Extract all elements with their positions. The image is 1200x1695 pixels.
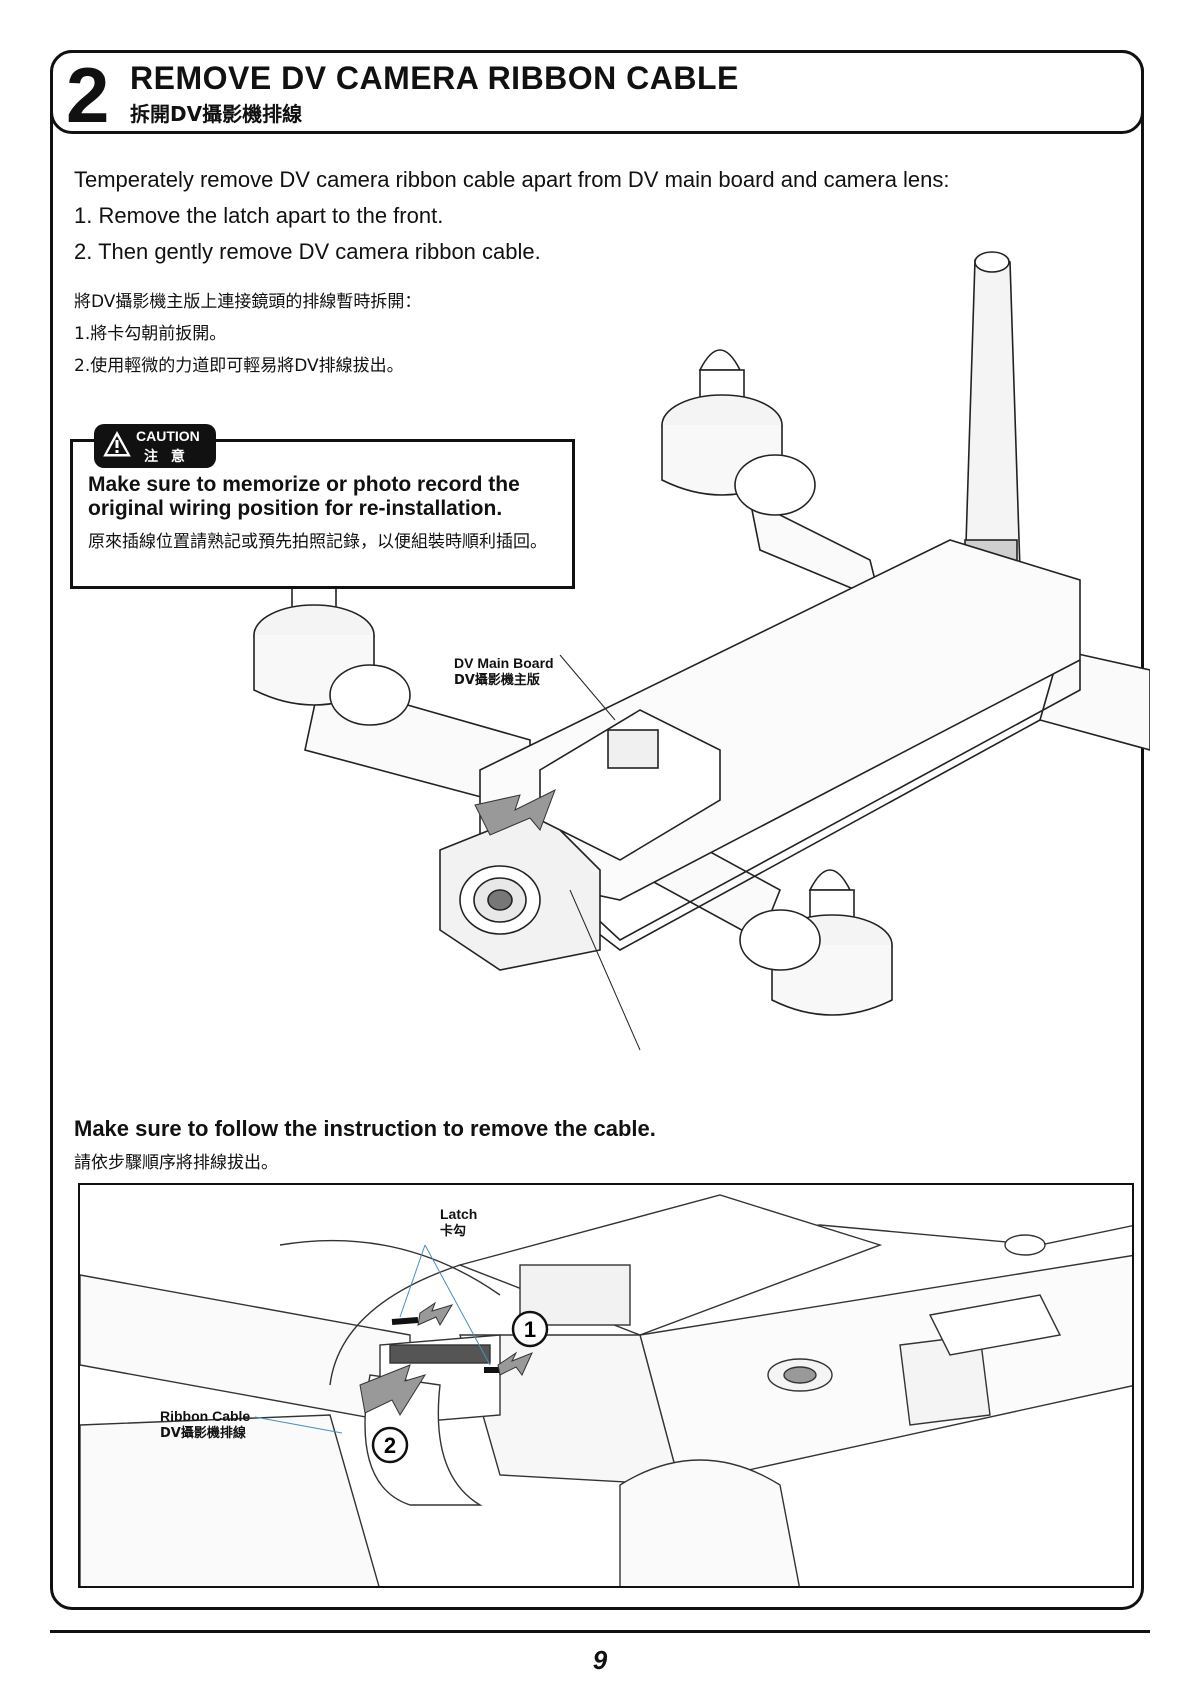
instruction-lead: Temperately remove DV camera ribbon cabl… [74,167,950,192]
instructions-en: Temperately remove DV camera ribbon cabl… [74,162,950,270]
instruction-step-1-zh: 1.將卡勾朝前扳開。 [74,324,227,344]
instruction-step-2-zh: 2.使用輕微的力道即可輕易將DV排線拔出。 [74,356,404,376]
step-title-zh: 拆開DV攝影機排線 [130,102,303,126]
caution-text-en: Make sure to memorize or photo record th… [88,473,520,520]
caution-tag-zh: 注 意 [144,449,189,465]
step-marker-1: 1 [524,1317,536,1342]
page-number: 9 [592,1645,608,1675]
caution-box [70,439,575,589]
step-marker-2: 2 [384,1433,396,1458]
ribbon-cable-label-en: Ribbon Cable [160,1408,251,1424]
instruction-step-1: 1. Remove the latch apart to the front. [74,203,444,228]
detail-diagram: 1 2 Latch 卡勾 Ribbon Cable DV攝影機排線 [78,1183,1134,1588]
footer-rule [50,1630,1150,1633]
step-header [50,50,1144,134]
follow-instruction-en: Make sure to follow the instruction to r… [74,1116,656,1141]
dv-main-board-label: DV Main Board DV攝影機主版 [454,654,554,690]
step-title: REMOVE DV CAMERA RIBBON CABLE [130,60,739,96]
dv-main-board-label-zh: DV攝影機主版 [454,673,540,688]
instruction-lead-zh: 將DV攝影機主版上連接鏡頭的排線暫時拆開： [74,292,422,312]
caution-tag: CAUTION 注 意 [94,424,216,468]
ribbon-cable-label: Ribbon Cable DV攝影機排線 [160,1407,250,1443]
latch-label-zh: 卡勾 [440,1224,467,1239]
caution-tag-en: CAUTION [136,428,200,444]
latch-label-en: Latch [440,1206,478,1222]
latch-label: Latch 卡勾 [440,1205,477,1241]
instruction-step-2: 2. Then gently remove DV camera ribbon c… [74,239,541,264]
dv-main-board-label-en: DV Main Board [454,655,554,671]
ribbon-cable-label-zh: DV攝影機排線 [160,1426,246,1441]
follow-instruction-zh: 請依步驟順序將排線拔出。 [74,1153,278,1173]
detail-illustration: 1 2 [80,1194,1132,1586]
warning-icon [103,430,131,457]
drone-diagram [253,251,1150,1051]
caution-text-zh: 原來插線位置請熟記或預先拍照記錄，以便組裝時順利插回。 [88,532,547,552]
instructions-zh: 將DV攝影機主版上連接鏡頭的排線暫時拆開： 1.將卡勾朝前扳開。 2.使用輕微的… [74,286,421,382]
step-number: 2 [66,51,109,139]
